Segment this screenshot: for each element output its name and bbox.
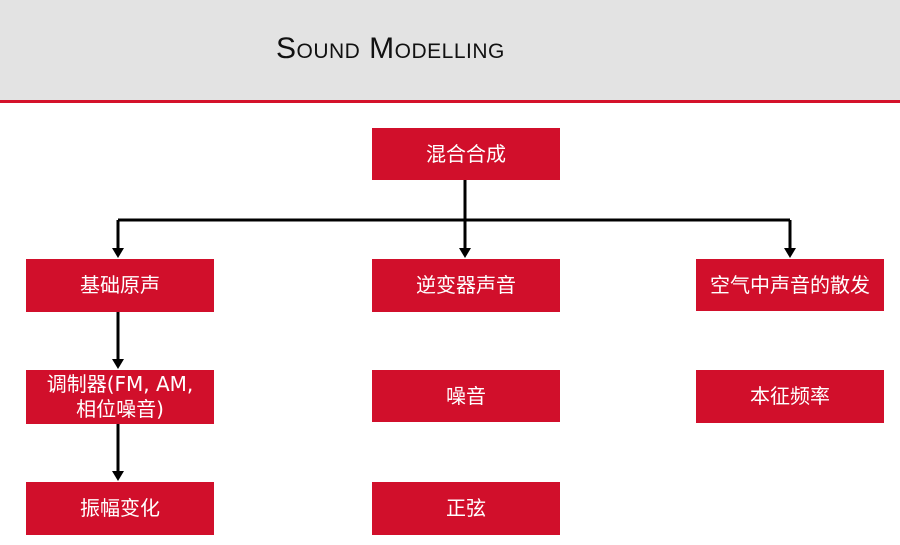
node-col1-mid: 调制器(FM, AM, 相位噪音) (26, 370, 214, 424)
node-col3-mid: 本征频率 (696, 370, 884, 423)
node-root: 混合合成 (372, 128, 560, 180)
node-col2-mid: 噪音 (372, 370, 560, 422)
node-col2-bot: 正弦 (372, 482, 560, 535)
node-col3-top: 空气中声音的散发 (696, 259, 884, 311)
arrowhead-col1-top-mid (112, 359, 124, 369)
arrowhead-col3 (784, 248, 796, 258)
arrowhead-col1 (112, 248, 124, 258)
slide-title: Sound Modelling (276, 32, 505, 65)
arrowhead-col1-mid-bot (112, 471, 124, 481)
node-col2-top: 逆变器声音 (372, 259, 560, 312)
node-col1-top: 基础原声 (26, 259, 214, 312)
title-underline (0, 100, 900, 103)
arrowhead-col2 (459, 248, 471, 258)
title-bar (0, 0, 900, 100)
node-col1-bot: 振幅变化 (26, 482, 214, 535)
